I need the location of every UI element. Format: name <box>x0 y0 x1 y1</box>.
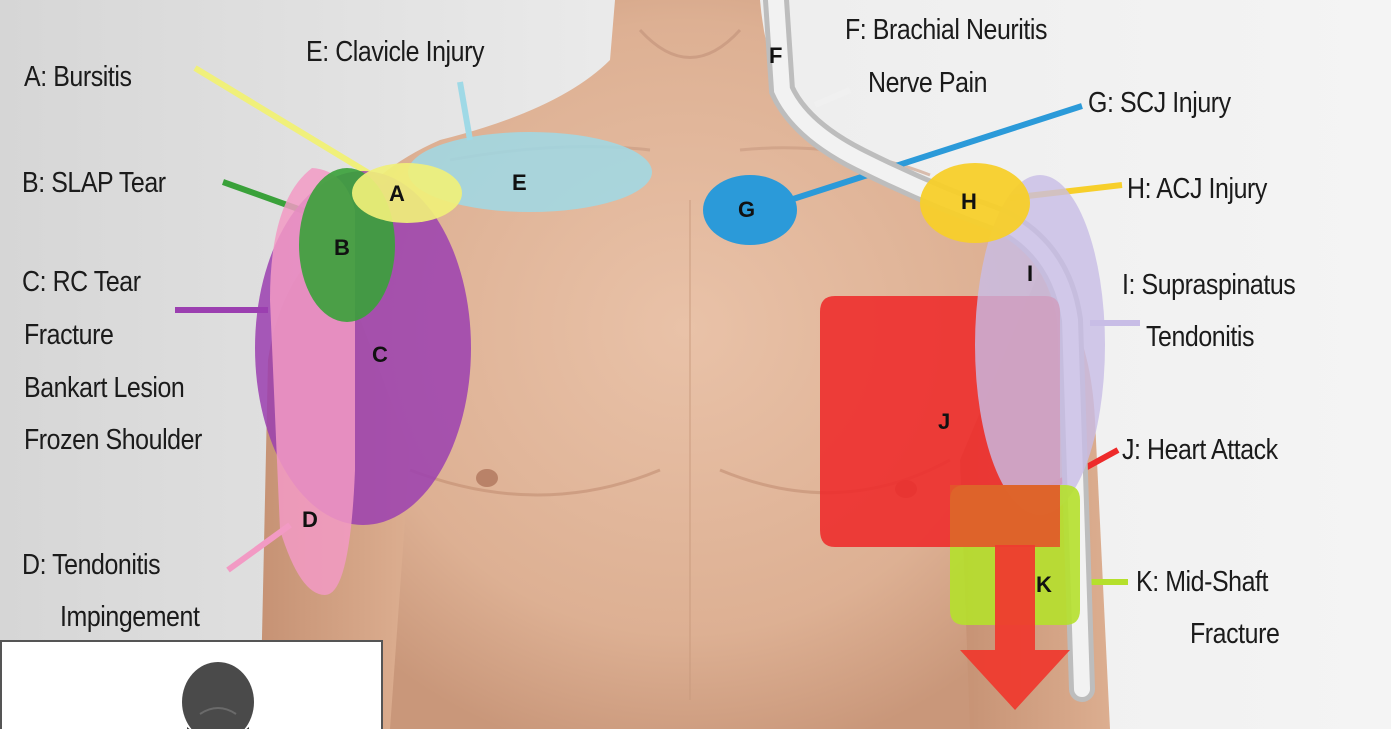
label-k-line-2: Fracture <box>1190 617 1279 651</box>
label-d-line-2: Impingement <box>60 600 199 634</box>
label-b: B: SLAP Tear <box>22 166 166 200</box>
marker-a: A <box>389 182 405 206</box>
leader-line-e <box>460 82 470 140</box>
inset-panel <box>0 640 383 729</box>
label-c-line-2: Fracture <box>24 318 113 352</box>
label-i-line-1: I: Supraspinatus <box>1122 268 1295 302</box>
marker-i: I <box>1027 262 1033 286</box>
label-c-line-3: Bankart Lesion <box>24 371 184 405</box>
marker-k: K <box>1036 573 1052 597</box>
head-icon <box>2 642 383 729</box>
label-a: A: Bursitis <box>24 60 132 94</box>
leader-line-f <box>815 90 850 105</box>
label-k-line-1: K: Mid-Shaft <box>1136 565 1268 599</box>
marker-c: C <box>372 343 388 367</box>
label-i-line-2: Tendonitis <box>1146 320 1254 354</box>
marker-e: E <box>512 171 527 195</box>
marker-g: G <box>738 198 755 222</box>
label-f-line-2: Nerve Pain <box>868 66 987 100</box>
region-a <box>352 163 462 223</box>
label-j: J: Heart Attack <box>1122 433 1278 467</box>
label-c-line-1: C: RC Tear <box>22 265 141 299</box>
label-e: E: Clavicle Injury <box>306 35 484 69</box>
label-d-line-1: D: Tendonitis <box>22 548 160 582</box>
marker-d: D <box>302 508 318 532</box>
label-g: G: SCJ Injury <box>1088 86 1231 120</box>
label-f-line-1: F: Brachial Neuritis <box>845 13 1047 47</box>
label-h: H: ACJ Injury <box>1127 172 1267 206</box>
leader-line-a <box>195 68 385 183</box>
marker-b: B <box>334 236 350 260</box>
marker-f: F <box>769 44 782 68</box>
marker-h: H <box>961 190 977 214</box>
label-c-line-4: Frozen Shoulder <box>24 423 202 457</box>
marker-j: J <box>938 410 950 434</box>
